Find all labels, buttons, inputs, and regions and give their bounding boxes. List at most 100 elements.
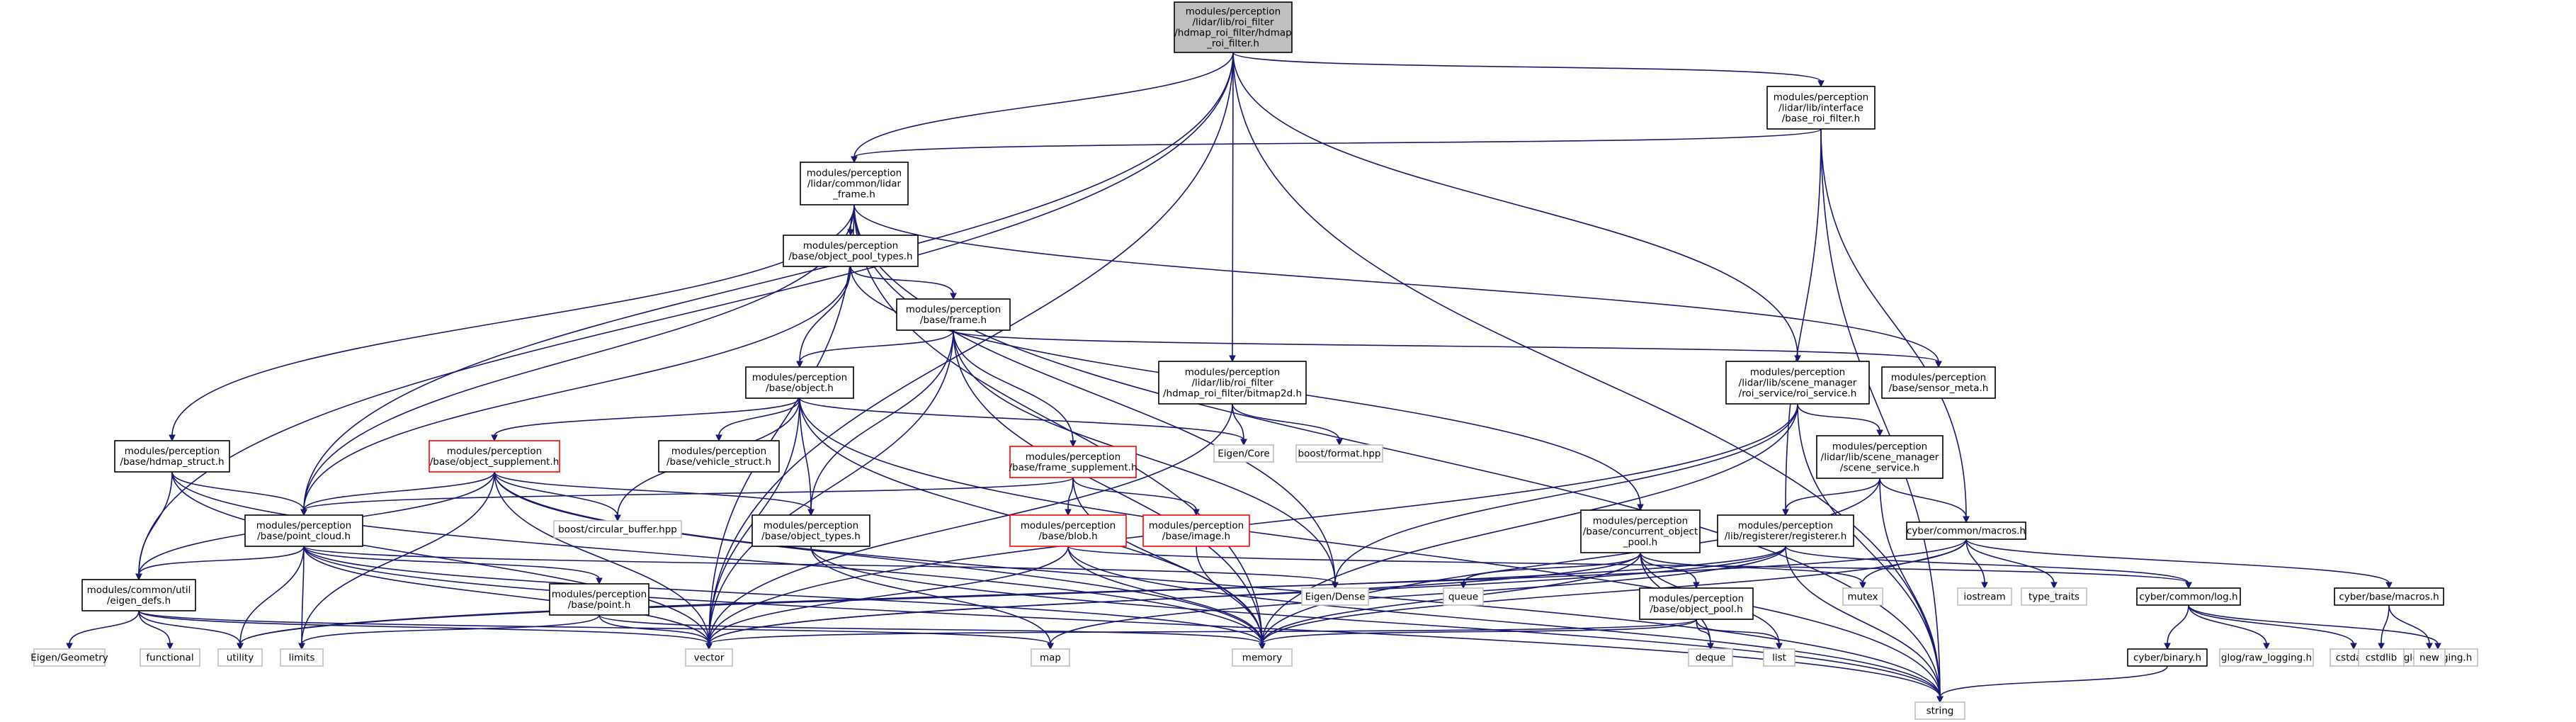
node-mutex: mutex: [1842, 587, 1883, 606]
graph-nodes: modules/perception/lidar/lib/roi_filter /…: [30, 1, 2478, 720]
node-sensor-meta[interactable]: modules/perception/base/sensor_meta.h: [1881, 366, 1996, 399]
node-eigen-defs[interactable]: modules/common/util/eigen_defs.h: [81, 579, 196, 611]
node-box[interactable]: [244, 514, 363, 547]
node-label: /base/image.h: [1162, 531, 1230, 542]
edge-frame-supplement-to-point-cloud: [300, 477, 1074, 517]
node-label: /base/object_pool.h: [1650, 604, 1742, 615]
node-cyber-binary[interactable]: cyber/binary.h: [2127, 648, 2208, 667]
edge-object-to-obj-supplement: [491, 397, 800, 442]
node-label: limits: [289, 653, 315, 664]
node-label: modules/perception: [906, 304, 1001, 315]
node-box[interactable]: [549, 583, 649, 616]
edge-obj-pool-to-list: [1696, 619, 1783, 650]
node-box[interactable]: [1009, 514, 1127, 547]
node-label: modules/common/util: [87, 585, 191, 596]
node-cyber-macros[interactable]: cyber/common/macros.h: [1906, 521, 2026, 540]
node-vehicle-struct[interactable]: modules/perception/base/vehicle_struct.h: [658, 440, 780, 473]
node-box: [1031, 648, 1070, 667]
node-box[interactable]: [1009, 446, 1137, 478]
node-label: functional: [146, 653, 193, 664]
node-label: /base_roi_filter.h: [1782, 113, 1861, 125]
node-box[interactable]: [1766, 86, 1876, 130]
node-image[interactable]: modules/perception/base/image.h: [1142, 514, 1250, 547]
edge-cyber-macros-to-cyber-base-macros: [1965, 538, 2393, 590]
node-label: glog/raw_logging.h: [2221, 653, 2312, 664]
node-box[interactable]: [1142, 514, 1250, 547]
node-box[interactable]: [429, 440, 560, 473]
node-box[interactable]: [2334, 587, 2444, 606]
node-label: Eigen/Core: [1218, 449, 1270, 460]
node-box[interactable]: [658, 440, 780, 473]
node-label: /base/object.h: [766, 383, 834, 394]
node-box[interactable]: [2136, 587, 2241, 606]
node-root: modules/perception/lidar/lib/roi_filter/…: [1174, 1, 1293, 53]
node-base-roi[interactable]: modules/perception/lidar/lib/interface/b…: [1766, 86, 1876, 130]
node-box: [280, 648, 324, 667]
node-obj-supplement[interactable]: modules/perception/base/object_supplemen…: [429, 440, 560, 473]
node-box[interactable]: [114, 440, 230, 473]
edge-root-to-base-roi: [1232, 52, 1825, 88]
node-label: modules/perception: [1185, 367, 1280, 378]
node-point-cloud[interactable]: modules/perception/base/point_cloud.h: [244, 514, 363, 547]
node-obj-pool-types[interactable]: modules/perception/base/object_pool_type…: [783, 235, 919, 267]
node-box[interactable]: [1717, 514, 1854, 547]
node-roi-service[interactable]: modules/perception/lidar/lib/scene_manag…: [1725, 361, 1870, 405]
node-box[interactable]: [1816, 435, 1944, 479]
node-box[interactable]: [751, 514, 870, 547]
node-box[interactable]: [783, 235, 919, 267]
node-label: /eigen_defs.h: [107, 595, 171, 607]
node-frame-supplement[interactable]: modules/perception/base/frame_supplement…: [1009, 446, 1137, 478]
node-blob[interactable]: modules/perception/base/blob.h: [1009, 514, 1127, 547]
node-vector: vector: [685, 648, 733, 667]
graph-edges: [66, 52, 2441, 704]
node-registerer[interactable]: modules/perception/lib/registerer/regist…: [1717, 514, 1854, 547]
node-concurrent-pool[interactable]: modules/perception/base/concurrent_objec…: [1580, 509, 1701, 553]
node-box[interactable]: [2127, 648, 2208, 667]
node-scene-service[interactable]: modules/perception/lidar/lib/scene_manag…: [1816, 435, 1944, 479]
node-label: /lidar/lib/roi_filter: [1191, 378, 1273, 389]
node-iostream: iostream: [1957, 587, 2012, 606]
node-box: [1443, 587, 1484, 606]
node-label: modules/perception: [1186, 6, 1281, 18]
node-box: [1688, 648, 1733, 667]
node-object[interactable]: modules/perception/base/object.h: [745, 366, 854, 399]
edge-obj-supplement-to-point-cloud: [300, 471, 495, 517]
node-label: /base/frame.h: [920, 315, 987, 326]
edge-frame-to-frame-supplement: [953, 329, 1077, 448]
node-label: /base/object_pool_types.h: [788, 251, 912, 262]
edge-scene-service-to-cyber-macros: [1879, 478, 1970, 524]
node-cyber-log[interactable]: cyber/common/log.h: [2136, 587, 2241, 606]
edge-cyber-macros-to-iostream: [1965, 538, 1988, 590]
node-point[interactable]: modules/perception/base/point.h: [549, 583, 649, 616]
node-box[interactable]: [1881, 366, 1996, 399]
node-box[interactable]: [745, 366, 854, 399]
node-label: /roi_service/roi_service.h: [1739, 388, 1857, 400]
edge-hdmap-struct-to-point-cloud: [171, 471, 307, 517]
node-obj-types[interactable]: modules/perception/base/object_types.h: [751, 514, 870, 547]
node-box[interactable]: [800, 162, 909, 205]
node-box[interactable]: [1725, 361, 1870, 405]
node-box[interactable]: [1639, 587, 1754, 620]
edge-bitmap2d-to-eigen-core: [1232, 403, 1247, 446]
node-label: modules/perception: [1774, 92, 1868, 103]
node-lidar-frame[interactable]: modules/perception/lidar/common/lidar_fr…: [800, 162, 909, 205]
node-box[interactable]: [1906, 521, 2026, 540]
node-box[interactable]: [81, 579, 196, 611]
node-label: modules/perception: [552, 589, 647, 600]
node-bitmap2d[interactable]: modules/perception/lidar/lib/roi_filter/…: [1158, 361, 1307, 405]
node-frame[interactable]: modules/perception/base/frame.h: [896, 298, 1011, 331]
node-hdmap-struct[interactable]: modules/perception/base/hdmap_struct.h: [114, 440, 230, 473]
node-label: queue: [1448, 592, 1478, 603]
node-box[interactable]: [1158, 361, 1307, 405]
node-cyber-base-macros[interactable]: cyber/base/macros.h: [2334, 587, 2444, 606]
node-memory: memory: [1232, 648, 1293, 667]
node-box[interactable]: [1580, 509, 1701, 553]
node-label: memory: [1242, 653, 1282, 664]
node-eigen-dense: Eigen/Dense: [1301, 587, 1369, 606]
node-string: string: [1914, 701, 1965, 720]
node-box[interactable]: [896, 298, 1011, 331]
node-label: modules/perception: [1750, 367, 1845, 378]
node-obj-pool[interactable]: modules/perception/base/object_pool.h: [1639, 587, 1754, 620]
edge-obj-supplement-to-vector: [494, 471, 713, 650]
edge-point-cloud-to-point: [303, 546, 603, 585]
